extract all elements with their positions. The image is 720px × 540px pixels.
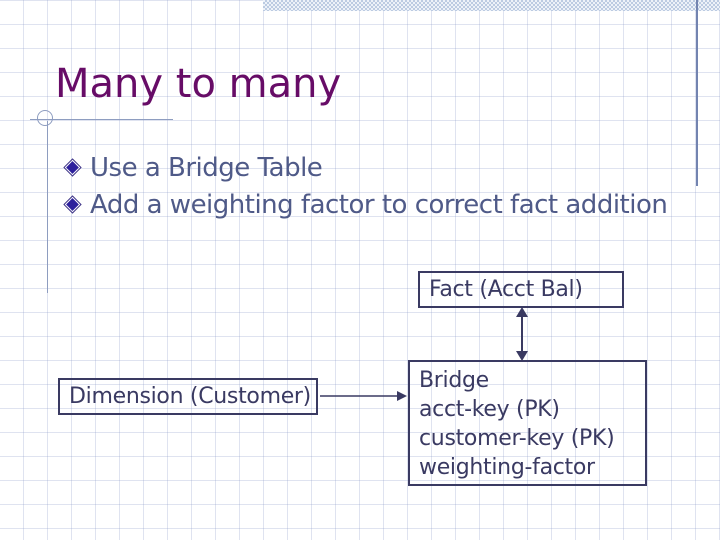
top-accent-band bbox=[263, 0, 720, 11]
bullet-list: Use a Bridge Table Add a weighting facto… bbox=[63, 149, 706, 223]
bridge-table-field: acct-key (PK) bbox=[419, 397, 560, 422]
bullet-item: Add a weighting factor to correct fact a… bbox=[63, 186, 706, 223]
fact-table-box: Fact (Acct Bal) bbox=[418, 271, 624, 308]
ornament-vertical-line bbox=[47, 121, 48, 293]
bridge-table-title: Bridge bbox=[419, 368, 489, 393]
bridge-table-box: Bridge acct-key (PK) customer-key (PK) w… bbox=[408, 360, 647, 486]
diamond-bullet-inner bbox=[66, 198, 79, 211]
diamond-bullet-icon bbox=[63, 158, 82, 177]
bridge-table-field: customer-key (PK) bbox=[419, 426, 615, 451]
fact-table-label: Fact (Acct Bal) bbox=[429, 277, 583, 302]
bullet-text: Add a weighting factor to correct fact a… bbox=[90, 189, 668, 220]
bridge-table-field: weighting-factor bbox=[419, 455, 595, 480]
bullet-text: Use a Bridge Table bbox=[90, 152, 323, 183]
right-accent-line bbox=[696, 0, 698, 186]
bullet-item: Use a Bridge Table bbox=[63, 149, 706, 186]
title-underline bbox=[30, 119, 173, 120]
slide-title: Many to many bbox=[55, 61, 342, 107]
dimension-table-box: Dimension (Customer) bbox=[58, 378, 318, 415]
ornament-circle bbox=[37, 110, 53, 126]
fact-bridge-double-arrow bbox=[516, 307, 528, 361]
dimension-bridge-arrow bbox=[320, 391, 407, 401]
dimension-table-label: Dimension (Customer) bbox=[69, 384, 311, 409]
diamond-bullet-inner bbox=[66, 161, 79, 174]
diamond-bullet-icon bbox=[63, 195, 82, 214]
